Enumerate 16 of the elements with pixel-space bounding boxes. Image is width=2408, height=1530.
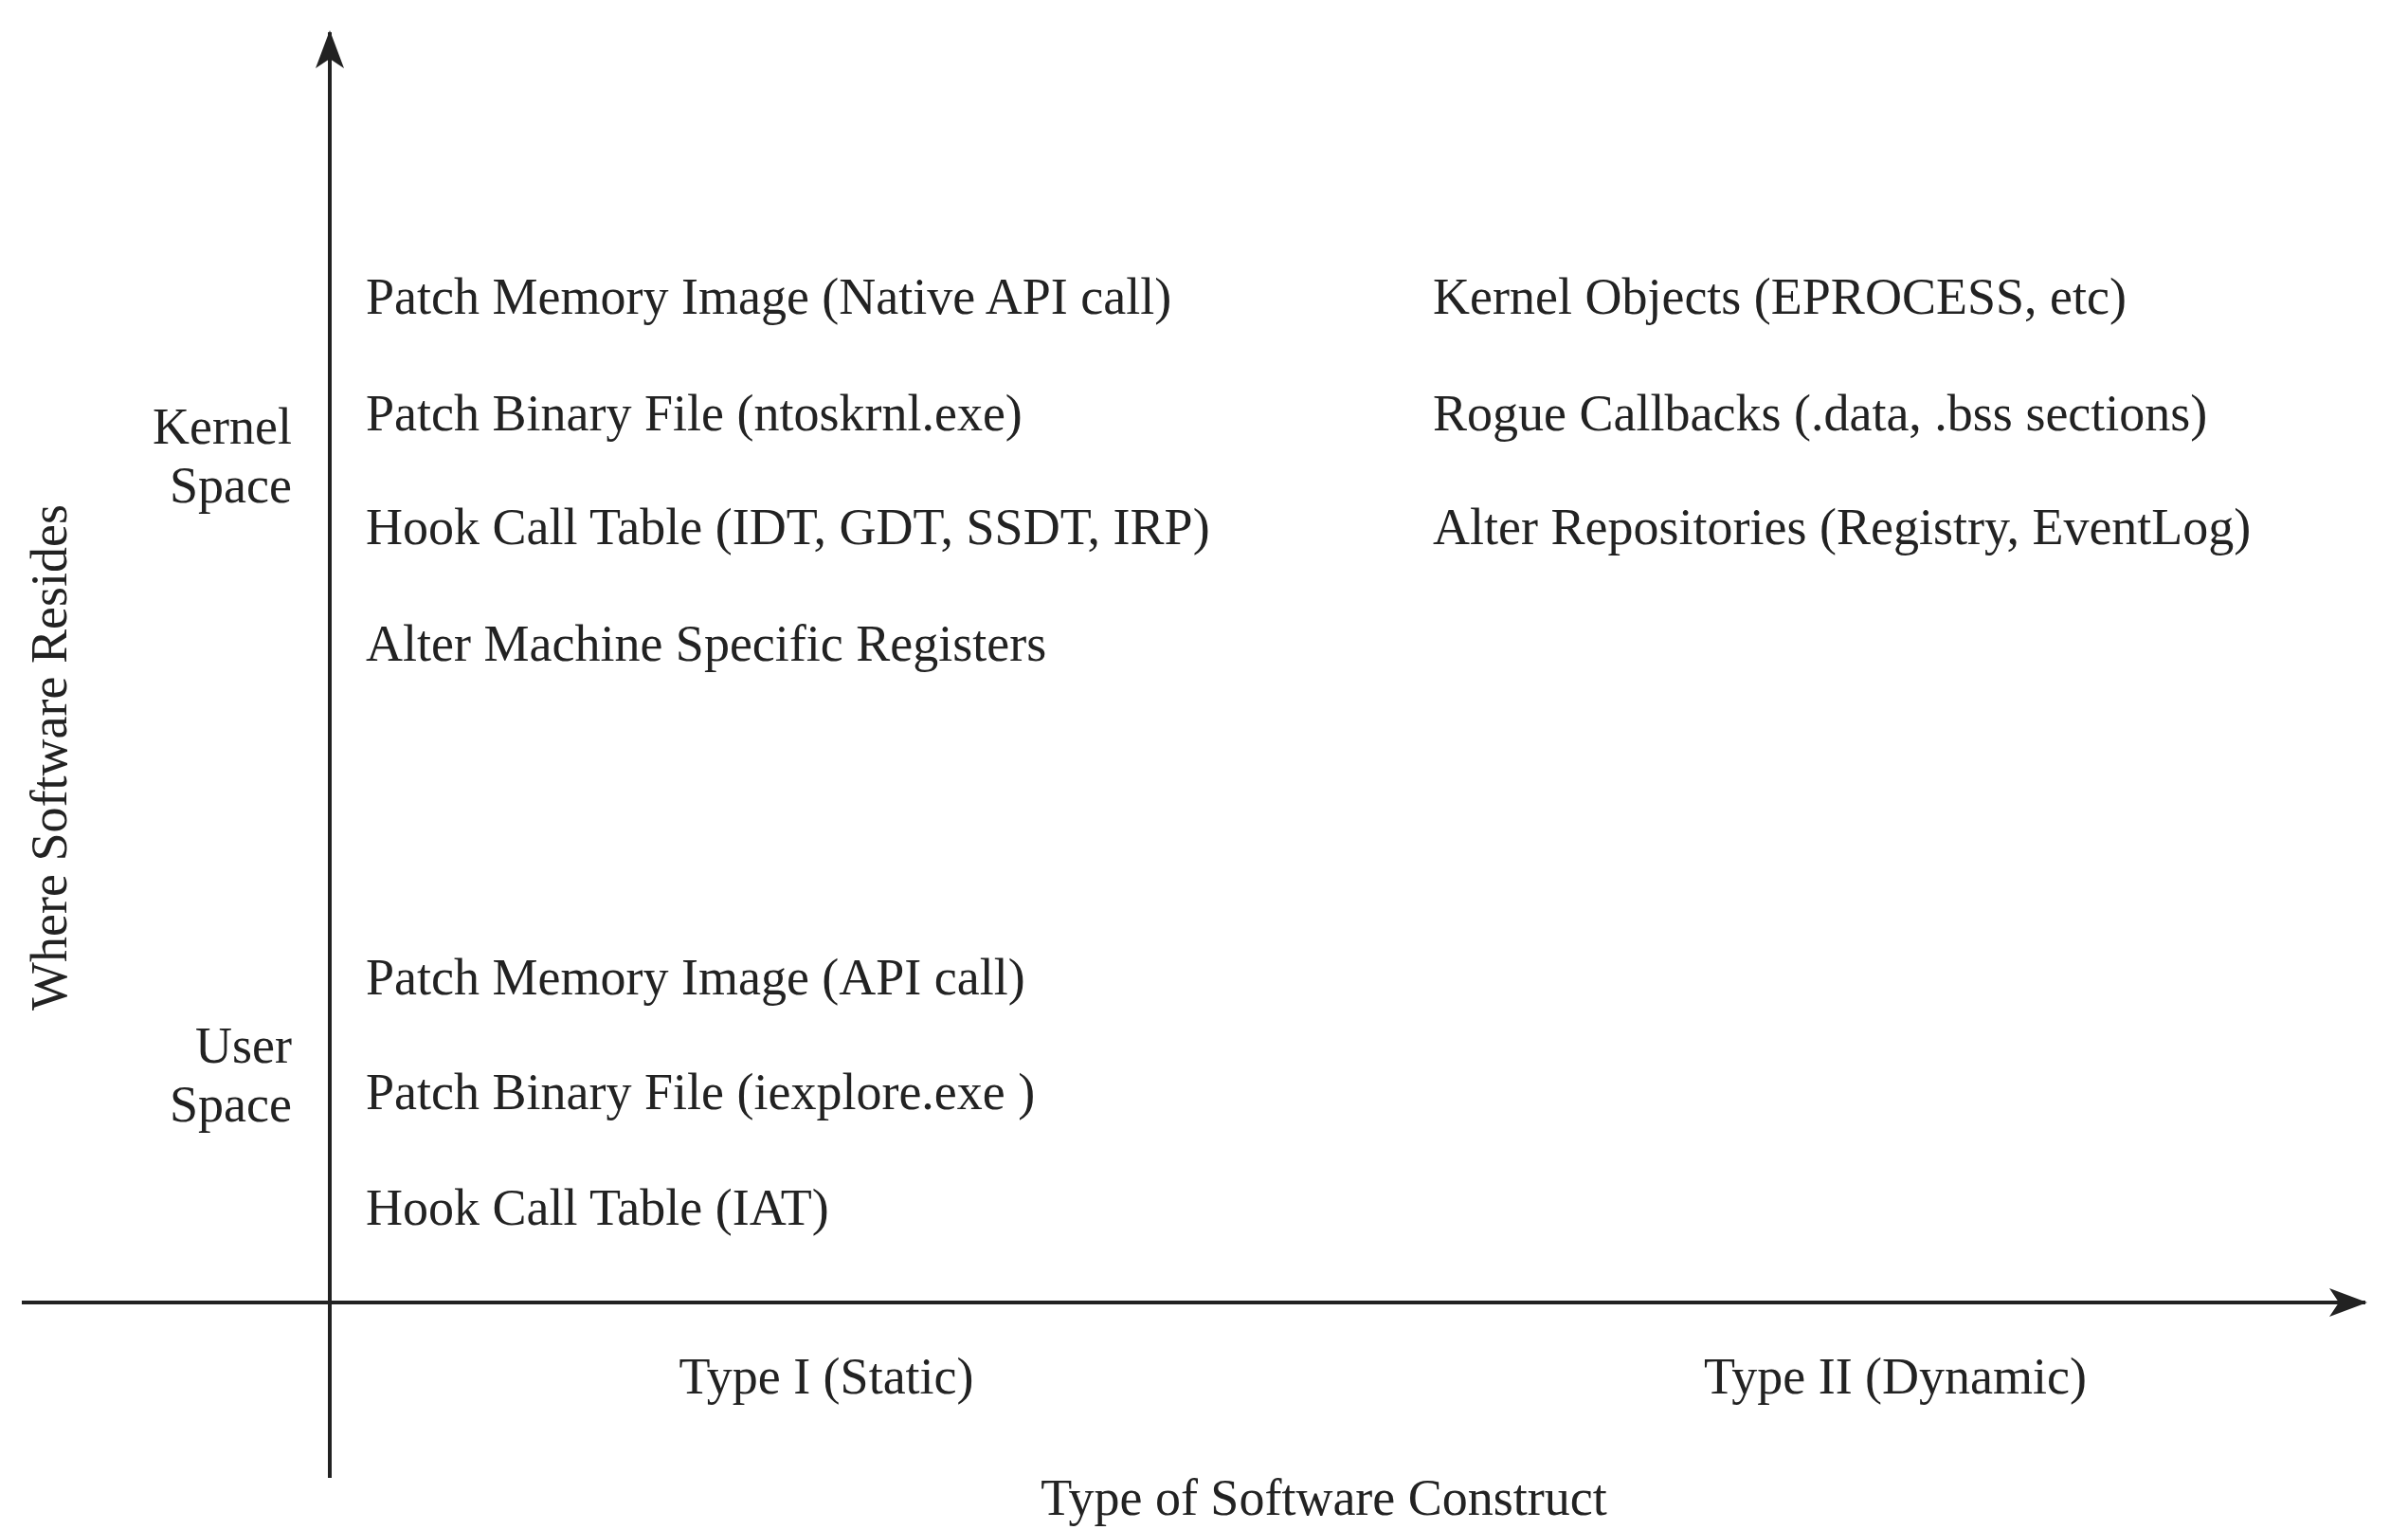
row-label: Kernel Space: [152, 396, 292, 516]
technique-text: Hook Call Table (IDT, GDT, SSDT, IRP): [366, 497, 1210, 557]
axis-title: Where Software Resides: [19, 504, 79, 1011]
technique-text: Patch Binary File (iexplore.exe ): [366, 1062, 1036, 1122]
technique-text: Hook Call Table (IAT): [366, 1177, 829, 1238]
axis-title: Type of Software Construct: [1041, 1467, 1607, 1528]
technique-text: Alter Machine Specific Registers: [366, 613, 1047, 674]
column-label: Type I (Static): [679, 1346, 974, 1407]
technique-text: Alter Repositories (Registry, EventLog): [1433, 497, 2252, 557]
technique-text: Rogue Callbacks (.data, .bss sections): [1433, 383, 2208, 444]
column-label: Type II (Dynamic): [1703, 1346, 2088, 1407]
technique-text: Patch Binary File (ntoskrnl.exe): [366, 383, 1023, 444]
technique-text: Patch Memory Image (API call): [366, 947, 1025, 1008]
technique-text: Kernel Objects (EPROCESS, etc): [1433, 266, 2127, 327]
technique-text: Patch Memory Image (Native API call): [366, 266, 1172, 327]
row-label: User Space: [169, 1015, 292, 1135]
